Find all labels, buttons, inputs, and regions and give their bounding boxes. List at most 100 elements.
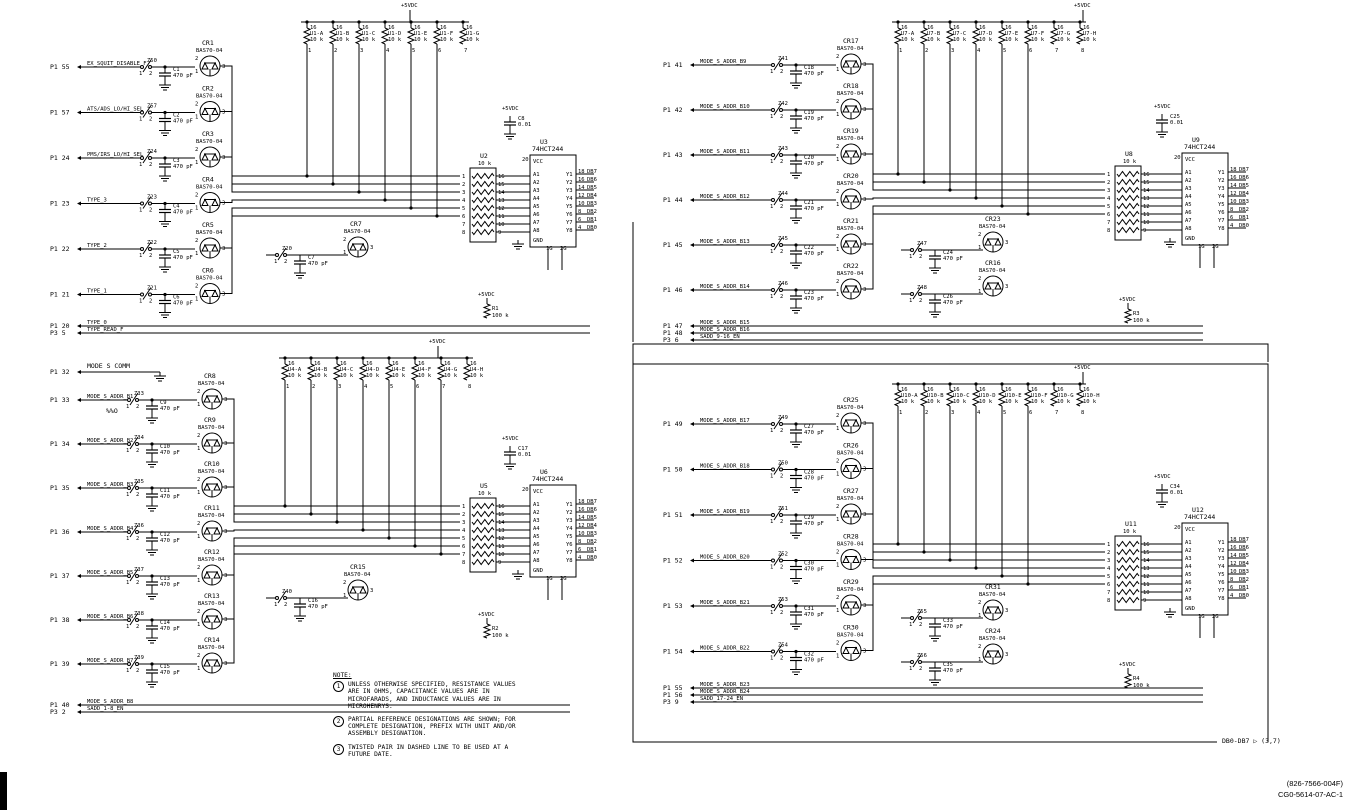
pin-number: 20 — [1174, 525, 1181, 531]
bus-label: DB4 — [1239, 191, 1250, 197]
resistor-zigzag — [471, 172, 495, 180]
resistor — [1049, 389, 1059, 407]
twist-node — [910, 248, 914, 252]
cap-ref: C18 — [804, 65, 814, 71]
diode-triangle — [213, 394, 221, 403]
pin-number: 1 — [197, 490, 200, 496]
ground-symbol — [1156, 498, 1168, 508]
bus-label: DB4 — [587, 193, 598, 199]
pin-number: 1 — [139, 71, 142, 77]
pin-number: 1 — [770, 474, 773, 480]
pin-number: 1 — [197, 534, 200, 540]
resistor-zigzag — [384, 363, 394, 381]
cap-ref: C25 — [1170, 114, 1180, 120]
junction-dot — [150, 442, 154, 446]
pullup-ref: U4-H — [470, 367, 483, 373]
notes-title: NOTE: — [333, 672, 352, 679]
diode-triangle — [842, 555, 850, 563]
pin-name: Y1 — [566, 172, 573, 178]
pin-number: 2 — [149, 117, 152, 123]
pullup-value: 10 k — [1031, 37, 1045, 43]
junction-dot — [974, 196, 978, 200]
signal-name: TYPE_0 — [87, 320, 107, 326]
pin-number: 2 — [925, 48, 928, 54]
connector-pin: P1 24 — [50, 154, 70, 162]
note-number: 2 — [333, 716, 344, 728]
pin-number: 10 — [1230, 199, 1237, 205]
ground-symbol — [790, 169, 802, 179]
resistor-zigzag — [919, 27, 929, 45]
junction-dot — [163, 292, 167, 297]
diode-triangle — [201, 198, 209, 206]
diode-triangle — [211, 289, 219, 297]
pin-number: 20 — [1174, 155, 1181, 161]
pin-number: 3 — [370, 588, 373, 594]
resistor — [971, 27, 981, 45]
twist-ref: Z23 — [147, 195, 157, 201]
supply-label: +5VDC — [401, 3, 418, 9]
resistor-zigzag — [1116, 226, 1140, 234]
bus-label: DB7 — [587, 499, 597, 505]
pin-number: 18 — [578, 499, 585, 505]
signal-name: MODE_S_ADDR_B2 — [87, 438, 133, 444]
diode-ref: CR14 — [204, 636, 220, 644]
signal-trace — [220, 215, 460, 294]
pullup-ref: U7-C — [953, 31, 966, 37]
pin-number: 2 — [836, 234, 839, 240]
cap-ref: C26 — [943, 294, 953, 300]
pin-number: 1 — [770, 204, 773, 210]
resistor — [1075, 27, 1085, 45]
twist-node — [127, 530, 131, 534]
bus-label: DB6 — [1239, 545, 1249, 551]
cap-ref: C4 — [173, 204, 180, 210]
cap-ref: C8 — [518, 116, 525, 122]
pin-number: 5 — [412, 48, 415, 54]
connector-arrow — [77, 574, 81, 578]
pin-number: 2 — [925, 410, 928, 416]
twist-node — [771, 153, 775, 157]
pin-number: 10 — [578, 531, 585, 537]
pin-number: 8 — [1107, 598, 1110, 604]
diode-part: BAS70-04 — [198, 557, 225, 563]
cap-value: 0.01 — [1170, 490, 1183, 496]
signal-trace — [861, 197, 1105, 200]
pin-name: A2 — [533, 180, 540, 186]
junction-dot — [439, 552, 443, 556]
signal-trace — [861, 213, 1105, 290]
document-number: (826-7566-004F) — [1286, 779, 1343, 788]
twist-ref: Z36 — [134, 523, 144, 529]
connector-pin: P1 33 — [50, 396, 70, 404]
pin-number: 1 — [1107, 542, 1110, 548]
connector-pin: P1 32 — [50, 368, 70, 376]
supply-label: +5VDC — [478, 292, 495, 298]
pin-number: 8 — [578, 539, 581, 545]
cap-ref: C1 — [173, 67, 180, 73]
ground-symbol — [790, 438, 802, 448]
pin-number: 5 — [1003, 410, 1006, 416]
bus-label: DB0 — [587, 225, 597, 231]
pin-number: 1 — [195, 297, 198, 303]
ground-symbol — [929, 676, 941, 686]
pin-name: A6 — [1185, 210, 1192, 216]
pin-number: 2 — [197, 565, 200, 571]
signal-name: MODE_S_ADDR_B21 — [700, 600, 750, 606]
pin-number: 4 — [364, 384, 368, 390]
resistor — [332, 363, 342, 381]
diode-ref: CR24 — [985, 627, 1001, 635]
junction-dot — [794, 467, 798, 472]
bus-label: DB7 — [1239, 537, 1249, 543]
pin-number: 2 — [462, 512, 465, 518]
pin-name: A1 — [1185, 170, 1192, 176]
connector-pin: P1 23 — [50, 200, 70, 208]
pin-number: 10 — [498, 552, 505, 558]
pin-number: 2 — [149, 208, 152, 214]
diode-ref: CR5 — [202, 221, 214, 229]
